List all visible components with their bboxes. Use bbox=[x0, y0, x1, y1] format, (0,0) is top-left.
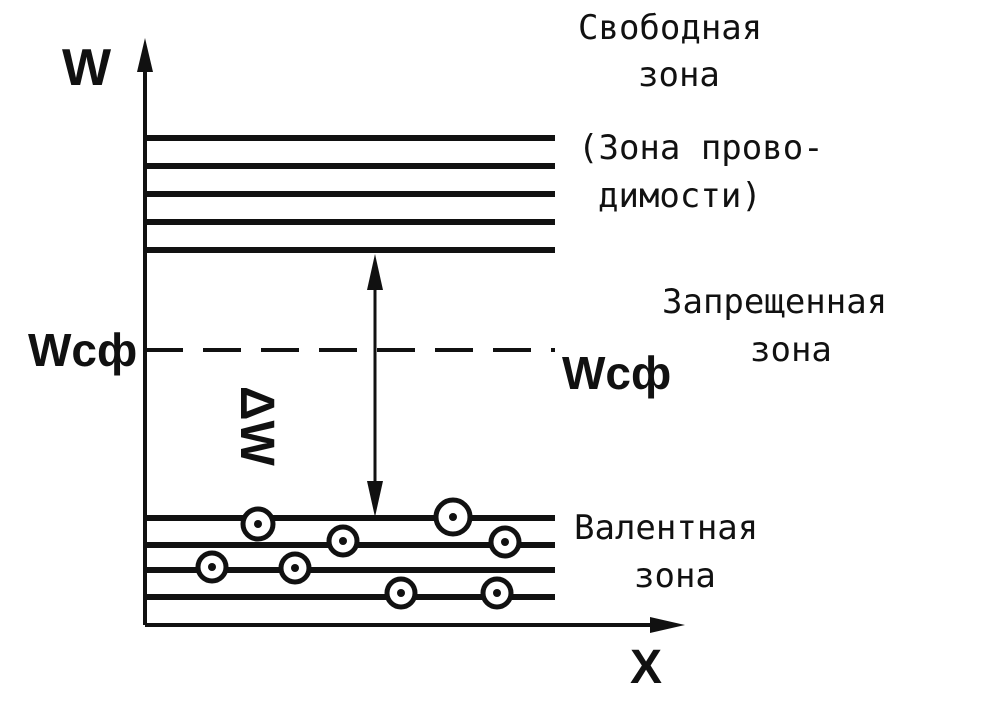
fermi-label-left: Wсф bbox=[28, 324, 138, 376]
y-axis-label: W bbox=[62, 39, 112, 97]
band-gap-arrowhead-up bbox=[367, 254, 383, 290]
band-gap-label: ΔW bbox=[230, 386, 283, 466]
electron bbox=[195, 550, 229, 584]
free-zone-label-4: димости) bbox=[598, 176, 762, 216]
valence-zone-label-1: Валентная bbox=[574, 508, 759, 548]
electron bbox=[433, 497, 473, 537]
x-axis-label: X bbox=[630, 641, 663, 694]
x-axis-arrowhead bbox=[650, 617, 685, 633]
electron-group bbox=[195, 497, 522, 610]
y-axis-arrowhead bbox=[137, 38, 153, 72]
electron bbox=[326, 524, 360, 558]
free-zone-label-2: зона bbox=[638, 55, 720, 95]
free-zone-label-3: (Зона прово- bbox=[578, 128, 824, 168]
forbidden-zone-label-1: Запрещенная bbox=[662, 282, 888, 322]
conduction-band bbox=[145, 135, 555, 253]
electron bbox=[384, 576, 418, 610]
forbidden-zone-label-2: зона bbox=[750, 330, 832, 370]
fermi-label-right: Wсф bbox=[562, 347, 672, 399]
electron bbox=[488, 525, 522, 559]
electron bbox=[240, 506, 276, 542]
band-gap-arrowhead-down bbox=[367, 481, 383, 517]
band-gap-arrow bbox=[367, 254, 383, 517]
electron bbox=[480, 576, 514, 610]
valence-zone-label-2: зона bbox=[634, 556, 716, 596]
electron bbox=[278, 551, 312, 585]
free-zone-label-1: Свободная bbox=[578, 8, 763, 48]
